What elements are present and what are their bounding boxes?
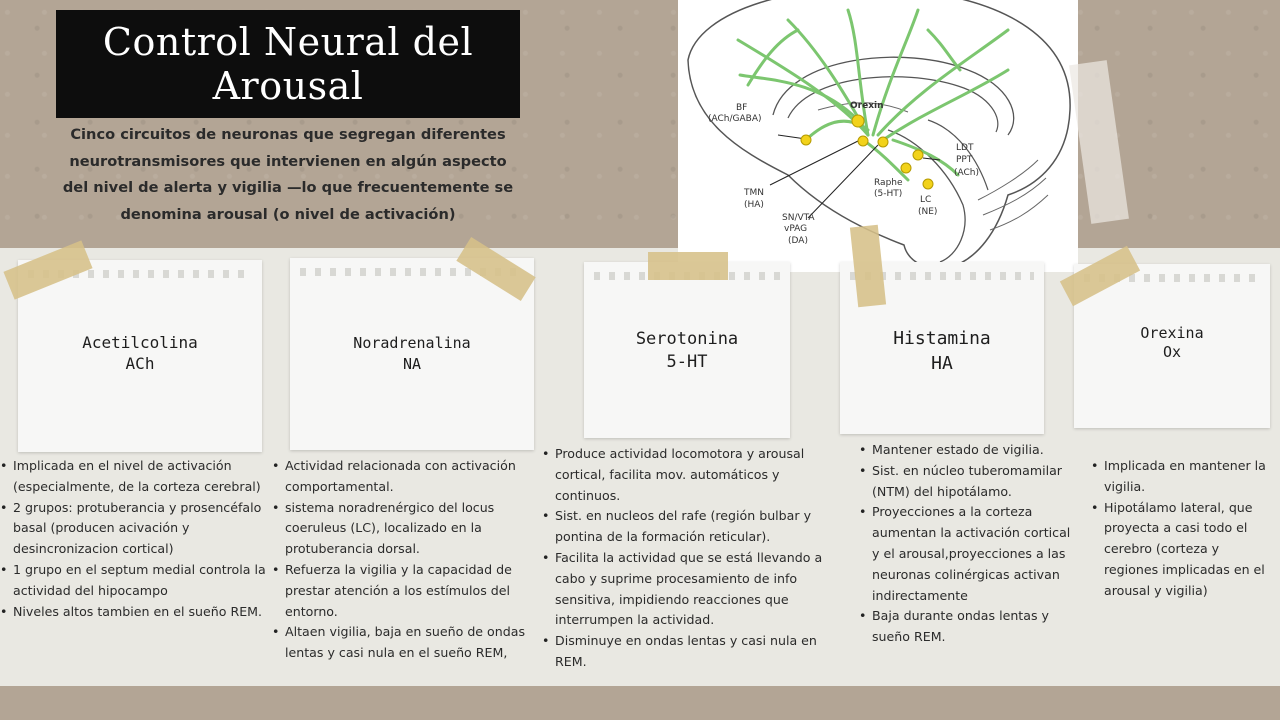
brain-illustration: BF (ACh/GABA) Orexin LDT PPT (ACh) Raphe… [687, 0, 1071, 270]
brain-diagram: BF (ACh/GABA) Orexin LDT PPT (ACh) Raphe… [678, 0, 1078, 272]
neurotransmitter-abbr: ACh [125, 354, 155, 373]
label-tmn: TMN [743, 188, 764, 198]
title-box: Control Neural del Arousal [56, 10, 520, 118]
card-acetilcolina: Acetilcolina ACh [18, 260, 262, 452]
neurotransmitter-name: Histamina [893, 328, 991, 349]
label-snvta: SN/VTA [782, 213, 815, 223]
neurotransmitter-abbr: 5-HT [666, 352, 708, 372]
neurotransmitter-abbr: NA [402, 355, 422, 373]
card-title: Orexina Ox [1074, 324, 1270, 362]
neurotransmitter-abbr: Ox [1162, 343, 1182, 361]
card-orexina: Orexina Ox [1074, 264, 1270, 428]
list-item: Mantener estado de vigilia. [859, 440, 1071, 461]
label-da: (DA) [788, 236, 808, 246]
label-bf-nt: (ACh/GABA) [708, 114, 762, 124]
list-item: Disminuye en ondas lentas y casi nula en… [542, 631, 840, 673]
list-item: 2 grupos: protuberancia y prosencéfalo b… [0, 498, 278, 560]
fornix-line [817, 102, 909, 113]
card-serotonina: Serotonina 5-HT [584, 262, 790, 438]
neurotransmitter-name: Acetilcolina [82, 333, 198, 352]
list-item: Actividad relacionada con activación com… [272, 456, 540, 498]
bullet-list-orexina: Implicada en mantener la vigilia. Hipotá… [1091, 456, 1273, 602]
tape-strip [648, 252, 728, 280]
label-bf: BF [736, 103, 747, 113]
bullet-list-serotonina: Produce actividad locomotora y arousal c… [542, 444, 840, 673]
label-raphe-nt: (5-HT) [874, 189, 902, 199]
label-raphe: Raphe [874, 178, 903, 188]
card-title: Noradrenalina NA [290, 333, 534, 375]
label-vpag: vPAG [784, 224, 807, 234]
notebook-holes [28, 270, 252, 278]
corpus-callosum-inner [787, 76, 999, 133]
neurotransmitter-name: Serotonina [635, 329, 739, 349]
neurotransmitter-abbr: HA [931, 353, 953, 374]
list-item: sistema noradrenérgico del locus coerule… [272, 498, 540, 560]
subtitle: Cinco circuitos de neuronas que segregan… [62, 126, 514, 223]
label-ldt: LDT [956, 143, 974, 153]
label-ldt-nt: (ACh) [954, 168, 979, 178]
bullet-list-histamina: Mantener estado de vigilia. Sist. en núc… [859, 440, 1071, 648]
brainstem-back [927, 119, 989, 191]
neural-nuclei [800, 114, 934, 190]
card-title: Histamina HA [840, 326, 1044, 376]
list-item: Implicada en mantener la vigilia. [1091, 456, 1273, 498]
card-title: Serotonina 5-HT [584, 328, 790, 374]
decorative-paper-strip [1069, 60, 1129, 224]
neural-pathways [736, 8, 1010, 182]
list-item: Produce actividad locomotora y arousal c… [542, 444, 840, 506]
list-item: Refuerza la vigilia y la capacidad de pr… [272, 560, 540, 622]
cerebellum-folds [977, 159, 1049, 231]
bottom-strip [0, 686, 1280, 720]
list-item: Implicada en el nivel de activación (esp… [0, 456, 278, 498]
list-item: Proyecciones a la corteza aumentan la ac… [859, 502, 1071, 606]
list-item: Niveles altos tambien en el sueño REM. [0, 602, 278, 623]
neurotransmitter-name: Orexina [1140, 324, 1204, 342]
neurotransmitter-name: Noradrenalina [353, 334, 471, 352]
connector-lines [769, 134, 941, 219]
list-item: 1 grupo en el septum medial controla la … [0, 560, 278, 602]
notebook-holes [1084, 274, 1260, 282]
label-orexin: Orexin [850, 101, 884, 111]
corpus-callosum-outer [772, 56, 1015, 136]
page-title: Control Neural del Arousal [102, 20, 474, 108]
brainstem-front [887, 129, 966, 263]
card-noradrenalina: Noradrenalina NA [290, 258, 534, 450]
notebook-holes [850, 272, 1034, 280]
list-item: Hipotálamo lateral, que proyecta a casi … [1091, 498, 1273, 602]
label-ppt: PPT [956, 155, 973, 165]
list-item: Facilita la actividad que se está llevan… [542, 548, 840, 631]
list-item: Altaen vigilia, baja en sueño de ondas l… [272, 622, 540, 664]
notebook-holes [300, 268, 524, 276]
brain-outline [687, 0, 1071, 270]
list-item: Sist. en núcleo tuberomamilar (NTM) del … [859, 461, 1071, 503]
label-lc: LC [920, 195, 931, 205]
label-tmn-nt: (HA) [744, 200, 764, 210]
list-item: Sist. en nucleos del rafe (región bulbar… [542, 506, 840, 548]
label-lc-nt: (NE) [918, 207, 937, 217]
card-title: Acetilcolina ACh [18, 332, 262, 374]
list-item: Baja durante ondas lentas y sueño REM. [859, 606, 1071, 648]
bullet-list-acetilcolina: Implicada en el nivel de activación (esp… [0, 456, 278, 622]
bullet-list-noradrenalina: Actividad relacionada con activación com… [272, 456, 540, 664]
